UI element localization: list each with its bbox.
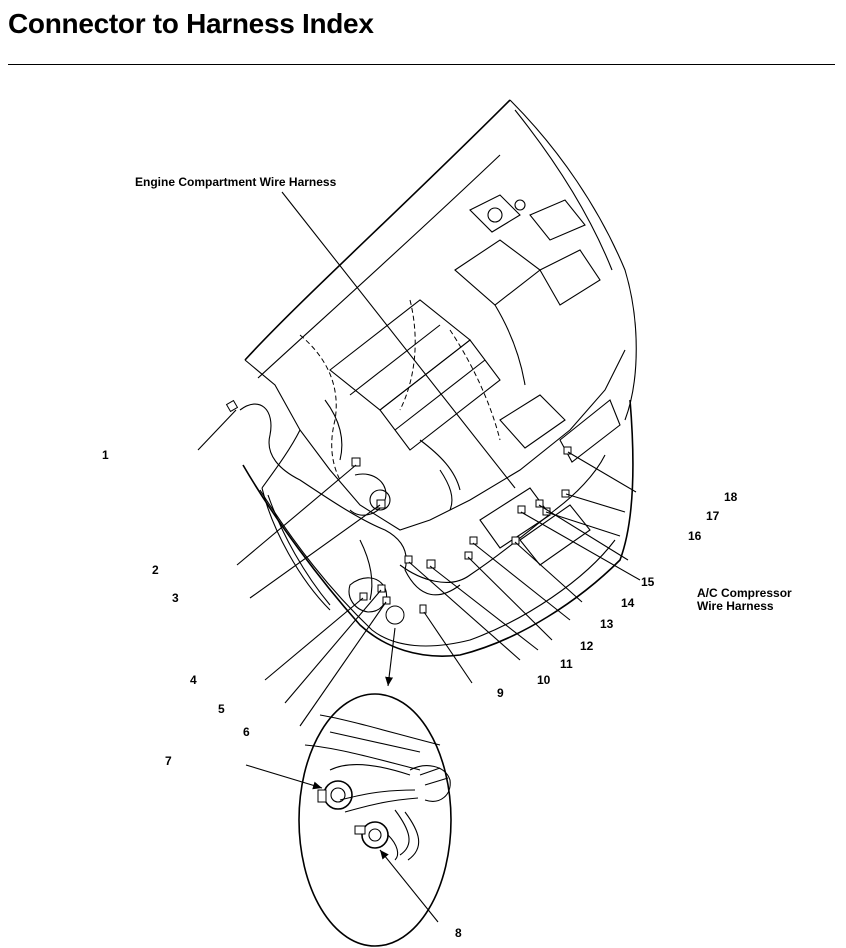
detail-inset [298, 693, 452, 947]
callout-17: 17 [706, 509, 720, 523]
callout-9: 9 [497, 686, 504, 700]
callout-10: 10 [537, 673, 551, 687]
callout-15: 15 [641, 575, 655, 589]
callout-1: 1 [102, 448, 109, 462]
callout-13: 13 [600, 617, 614, 631]
page-title: Connector to Harness Index [8, 8, 374, 39]
engine-compartment-harness-label: Engine Compartment Wire Harness [135, 175, 337, 189]
callout-3: 3 [172, 591, 179, 605]
ac-compressor-harness-label-line1: A/C Compressor [697, 586, 792, 600]
callout-numbers: 1 2 3 4 5 6 7 8 9 10 11 12 13 14 15 16 1… [102, 448, 738, 940]
title-divider [8, 64, 835, 65]
ac-compressor-harness-label-line2: Wire Harness [697, 599, 774, 613]
engine-components [324, 194, 601, 511]
callout-6: 6 [243, 725, 250, 739]
callout-16: 16 [688, 529, 702, 543]
callout-2: 2 [152, 563, 159, 577]
callout-18: 18 [724, 490, 738, 504]
callout-11: 11 [560, 657, 573, 671]
harness-routing [239, 299, 606, 601]
connector-markers [225, 399, 572, 625]
callout-7: 7 [165, 754, 172, 768]
callout-14: 14 [621, 596, 635, 610]
callout-8: 8 [455, 926, 462, 940]
callout-5: 5 [218, 702, 225, 716]
callout-12: 12 [580, 639, 594, 653]
leader-lines [197, 191, 641, 727]
callout-4: 4 [190, 673, 197, 687]
